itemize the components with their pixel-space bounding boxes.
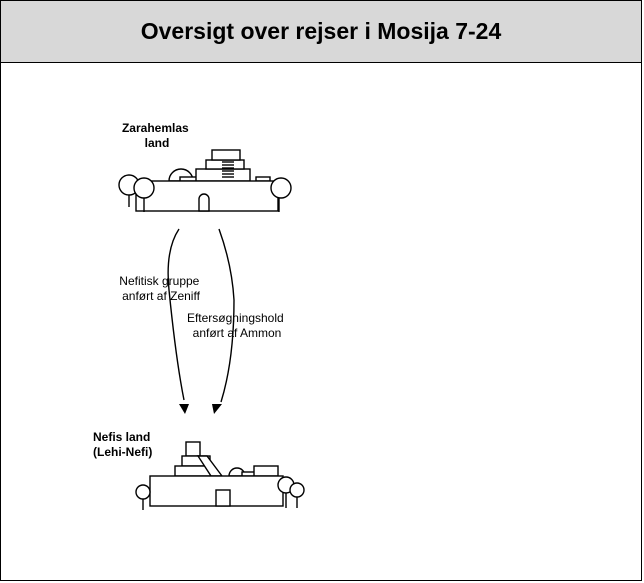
- ammon-route-arrow: [218, 228, 235, 403]
- ammon-route-label-line-2: anført af Ammon: [193, 326, 282, 340]
- ammon-route-label-line-1: Eftersøgningshold: [187, 311, 284, 325]
- zeniff-route-label-line-2: anført af Zeniff: [122, 289, 200, 303]
- nephi-label: Nefis land (Lehi-Nefi): [93, 430, 154, 459]
- nephi-label-line-1: Nefis land: [93, 430, 150, 444]
- nephi-label-line-2: (Lehi-Nefi): [93, 445, 152, 459]
- nephi-city-icon: [135, 441, 305, 510]
- ammon-arrowhead-icon: [212, 404, 222, 414]
- ammon-route-label: Eftersøgningshold anført af Ammon: [187, 311, 287, 340]
- zarahemla-label-line-2: land: [145, 136, 170, 150]
- zeniff-arrowhead-icon: [179, 404, 189, 414]
- zeniff-route-arrow: [167, 228, 185, 401]
- zarahemla-label: Zarahemlas land: [122, 121, 192, 150]
- zeniff-route-label-line-1: Nefitisk gruppe: [119, 274, 199, 288]
- zarahemla-label-line-1: Zarahemlas: [122, 121, 189, 135]
- zarahemla-city-icon: [118, 149, 292, 212]
- zeniff-route-label: Nefitisk gruppe anført af Zeniff: [119, 274, 202, 303]
- diagram-title: Oversigt over rejser i Mosija 7-24: [140, 18, 502, 44]
- title-bar: Oversigt over rejser i Mosija 7-24: [1, 1, 641, 63]
